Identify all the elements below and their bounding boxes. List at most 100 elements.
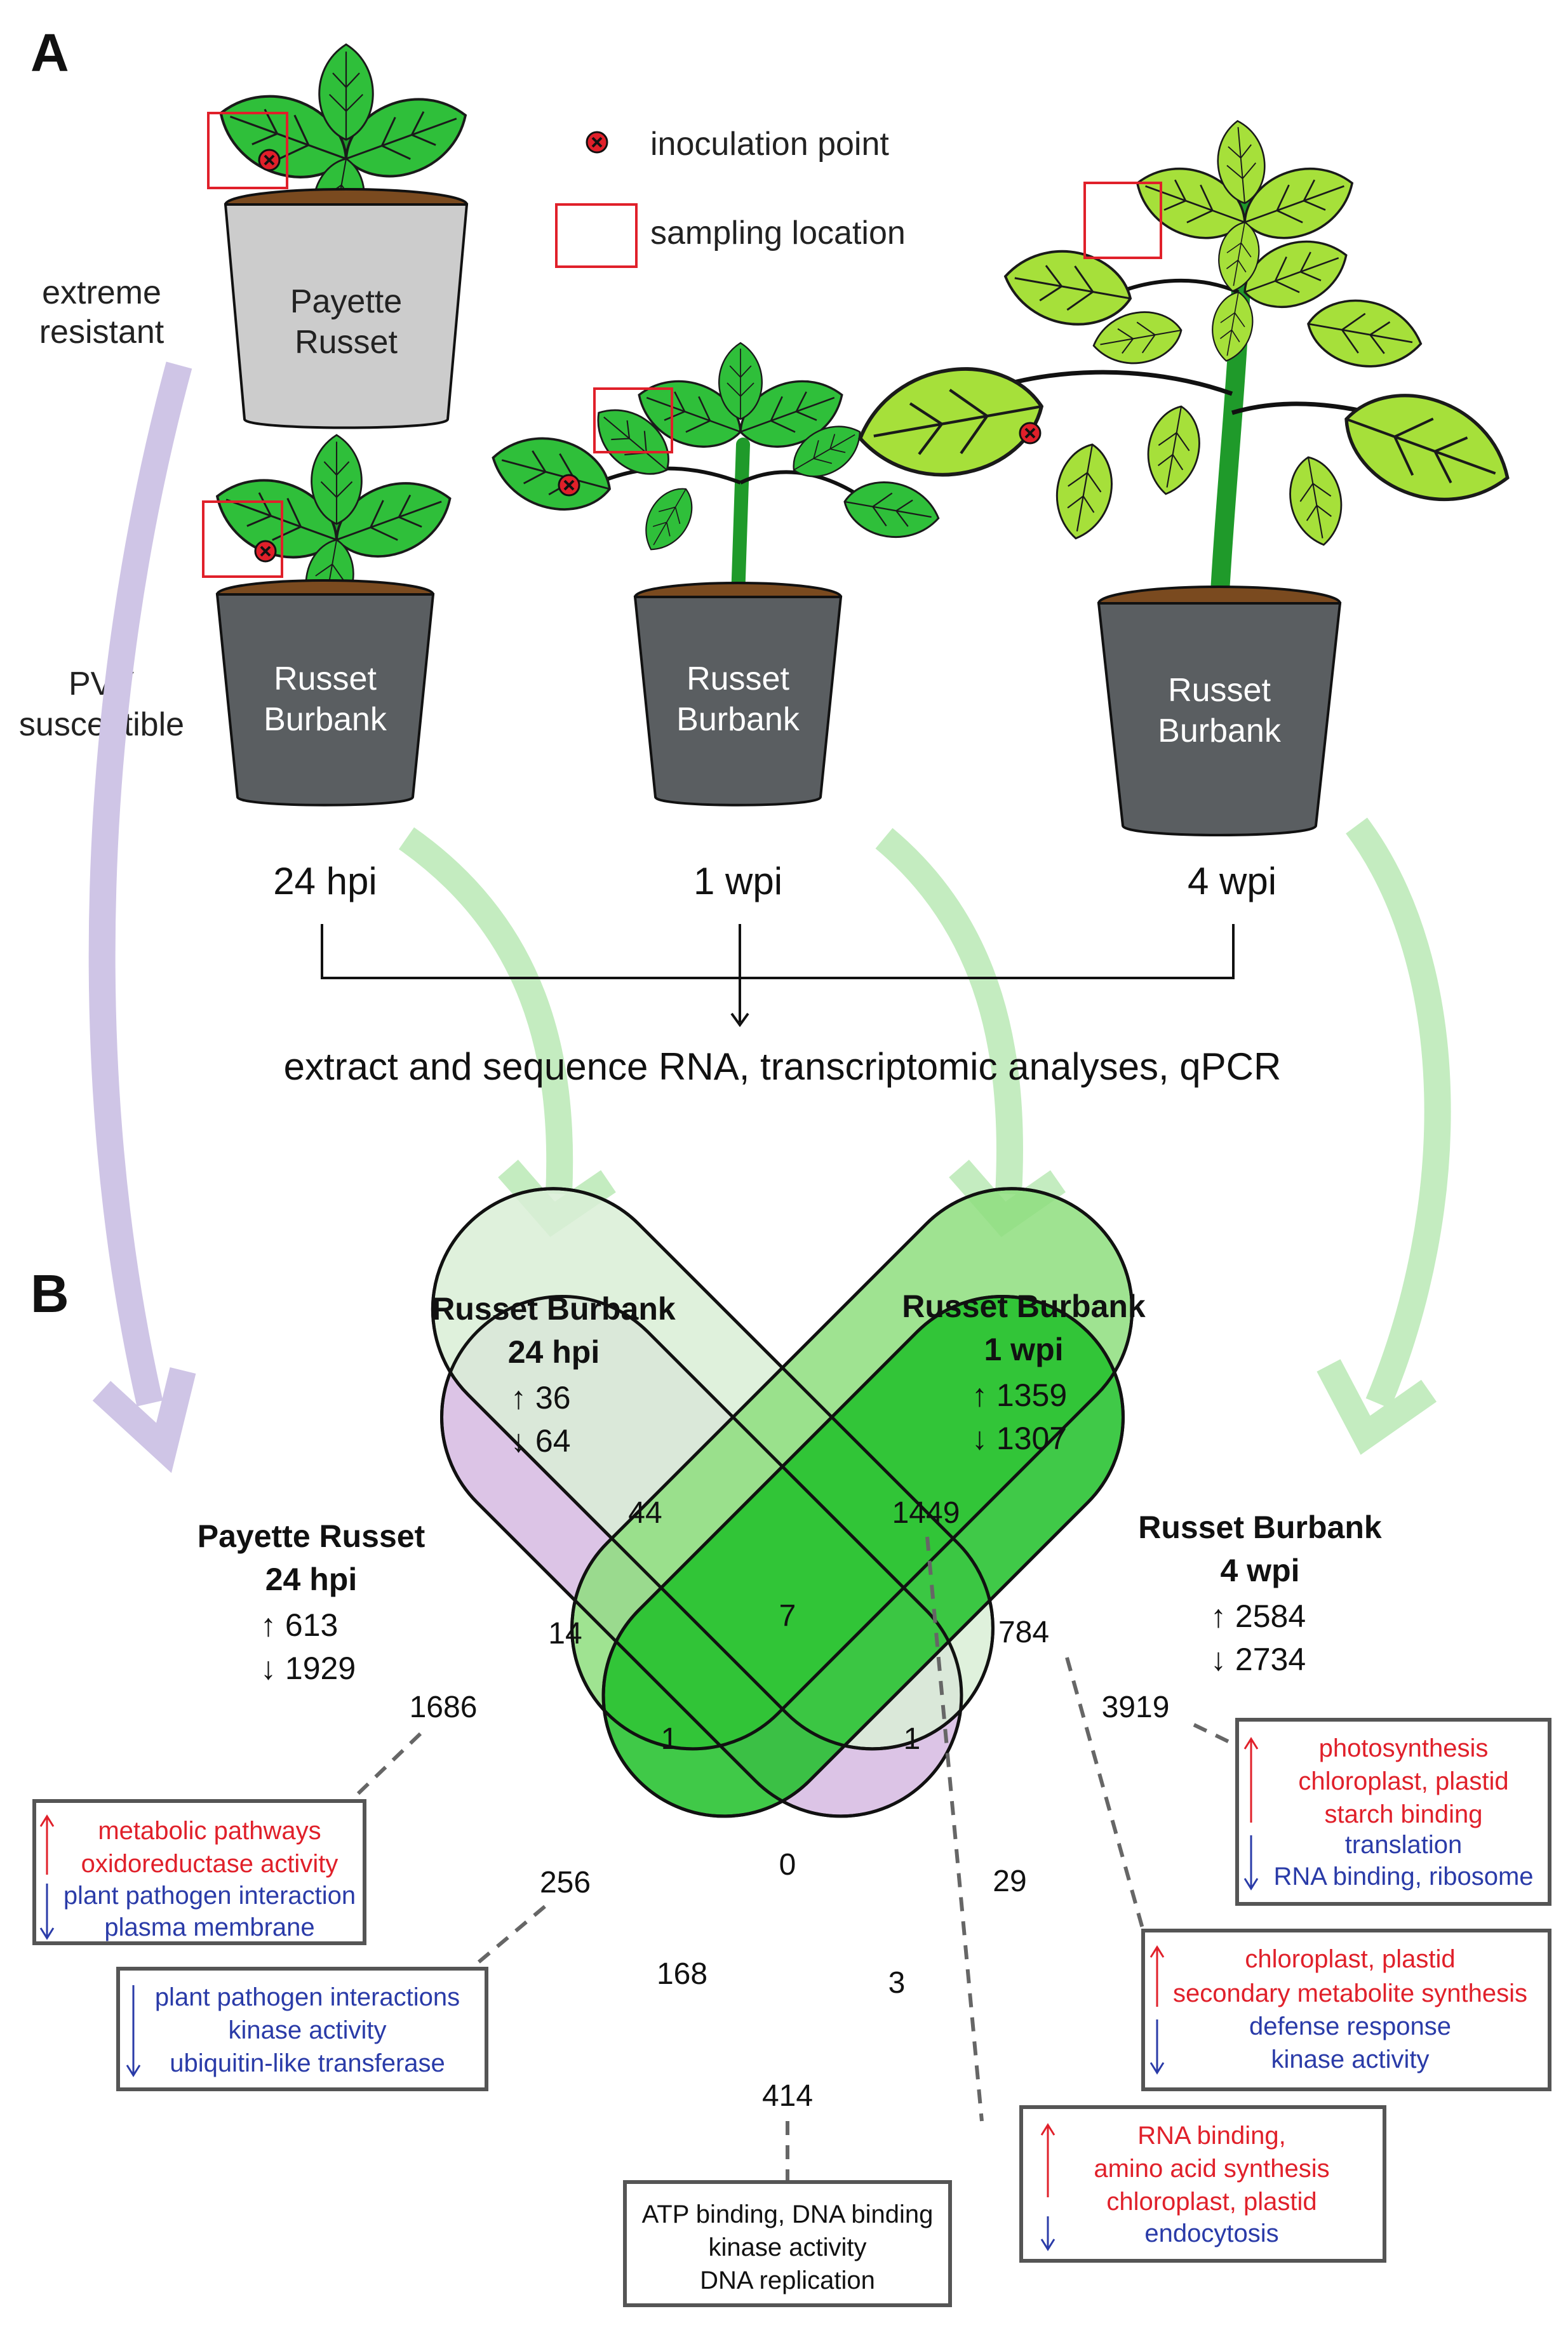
annotation-box-pr-only: metabolic pathways oxidoreductase activi… — [32, 1799, 366, 1945]
venn-count-pr-rb1-rb4: 168 — [657, 1957, 707, 1991]
pot-label-payette-2: Russet — [295, 324, 398, 361]
side-label-resistant: resistant — [39, 314, 164, 351]
venn-count-rb24-only: 44 — [628, 1496, 662, 1530]
set-title-rb24-2: 24 hpi — [508, 1334, 600, 1370]
time-label-24hpi: 24 hpi — [273, 860, 377, 902]
sampling-box-rb24 — [202, 500, 283, 578]
venn-count-pr-rb24: 14 — [548, 1617, 582, 1651]
box-rb1rb4-up-2: secondary metabolite synthesis — [1173, 1979, 1527, 2007]
annotation-box-rb1-rb4: chloroplast, plastid secondary metabolit… — [1141, 1929, 1551, 2091]
box-prrb1-down-1: plant pathogen interactions — [155, 1983, 460, 2011]
box-prrb1-down-3: ubiquitin-like transferase — [170, 2049, 445, 2077]
venn-count-rb24-rb4: 29 — [993, 1865, 1026, 1898]
venn-count-pr-rb24-rb4: 3 — [888, 1966, 906, 2000]
set-title-pr24-2: 24 hpi — [265, 1562, 357, 1597]
box-rb1rb4-down-1: defense response — [1249, 2012, 1451, 2040]
box-rb1-down-1: endocytosis — [1144, 2220, 1278, 2247]
box-rb1-up-1: RNA binding, — [1137, 2122, 1285, 2150]
plant-rb-24hpi: Russet Burbank — [202, 434, 463, 807]
set-title-rb4-2: 4 wpi — [1220, 1553, 1299, 1588]
box-rb1-up-2: amino acid synthesis — [1094, 2155, 1329, 2183]
set-title-rb1-2: 1 wpi — [984, 1332, 1063, 1367]
time-label-1wpi: 1 wpi — [694, 860, 782, 902]
venn-diagram — [431, 1187, 1134, 1818]
box-pr-up-2: oxidoreductase activity — [81, 1850, 338, 1878]
box-prrb4-line-3: DNA replication — [700, 2267, 875, 2294]
down-arrow-icon — [1243, 1835, 1259, 1891]
down-arrow-icon — [126, 1985, 141, 2077]
pot-label-rb4-2: Burbank — [1158, 713, 1282, 749]
box-rb1rb4-up-1: chloroplast, plastid — [1245, 1945, 1455, 1973]
plant-payette-russet: Payette Russet — [208, 43, 479, 429]
sampling-location-icon — [555, 203, 638, 268]
venn-count-pr-only: 1686 — [410, 1691, 478, 1724]
set-title-rb4-1: Russet Burbank — [1138, 1510, 1382, 1545]
pot-label-payette-1: Payette — [290, 283, 402, 320]
annotation-box-rb1-only: RNA binding, amino acid synthesis chloro… — [1019, 2105, 1386, 2263]
box-rb4-up-2: chloroplast, plastid — [1298, 1767, 1508, 1795]
venn-count-rb24-rb1: 7 — [779, 1599, 796, 1633]
set-up-rb4: ↑ 2584 — [1210, 1598, 1306, 1634]
venn-count-pr-rb1: 256 — [540, 1866, 591, 1899]
set-up-rb1: ↑ 1359 — [972, 1377, 1067, 1413]
set-down-rb1: ↓ 1307 — [972, 1421, 1067, 1456]
up-arrow-icon — [39, 1814, 55, 1875]
box-prrb4-line-1: ATP binding, DNA binding — [642, 2200, 934, 2228]
box-rb4-up-1: photosynthesis — [1319, 1734, 1489, 1762]
plant-rb-1wpi: Russet Burbank — [483, 342, 944, 807]
legend-inoculation-label: inoculation point — [650, 126, 889, 163]
annotation-box-rb4-only: photosynthesis chloroplast, plastid star… — [1235, 1718, 1551, 1906]
box-pr-down-2: plasma membrane — [104, 1913, 314, 1941]
pot-label-rb1-1: Russet — [687, 660, 789, 697]
box-prrb4-line-2: kinase activity — [709, 2233, 867, 2261]
venn-count-pr-rb24-rb1: 1 — [661, 1722, 678, 1756]
set-up-pr24: ↑ 613 — [260, 1607, 338, 1643]
set-down-rb4: ↓ 2734 — [1210, 1642, 1306, 1677]
down-arrow-icon — [1149, 2019, 1165, 2075]
box-pr-up-1: metabolic pathways — [98, 1817, 321, 1845]
box-rb1rb4-down-2: kinase activity — [1271, 2046, 1430, 2073]
up-arrow-icon — [1149, 1945, 1165, 2007]
panel-label-b: B — [30, 1264, 69, 1323]
venn-count-all: 0 — [779, 1848, 796, 1882]
annotation-box-pr-rb4: ATP binding, DNA binding kinase activity… — [623, 2180, 952, 2307]
down-arrow-icon — [1040, 2216, 1055, 2251]
set-down-pr24: ↓ 1929 — [260, 1651, 356, 1686]
panel-label-a: A — [30, 23, 69, 83]
pot-label-rb24-1: Russet — [274, 660, 377, 697]
box-rb4-up-3: starch binding — [1324, 1800, 1482, 1828]
plant-rb-4wpi: Russet Burbank — [851, 118, 1524, 836]
inoculation-icon — [586, 131, 608, 154]
green-arrow-3 — [1317, 817, 1451, 1455]
venn-count-rb4-only: 3919 — [1102, 1691, 1170, 1724]
set-title-rb24-1: Russet Burbank — [432, 1291, 676, 1327]
pot-label-rb24-2: Burbank — [264, 701, 387, 738]
legend-sampling-label: sampling location — [650, 215, 906, 251]
venn-count-pr-rb4: 414 — [762, 2079, 813, 2113]
side-label-extreme: extreme — [42, 274, 161, 311]
green-arrow-2 — [875, 827, 1066, 1237]
down-arrow-icon — [39, 1884, 55, 1940]
pot-label-rb1-2: Burbank — [676, 701, 800, 738]
pot-label-rb4-1: Russet — [1168, 672, 1271, 709]
bracket-connector — [321, 924, 1235, 1028]
time-label-4wpi: 4 wpi — [1188, 860, 1277, 902]
annotation-box-pr-rb1: plant pathogen interactions kinase activ… — [116, 1967, 488, 2091]
box-rb4-down-1: translation — [1345, 1831, 1463, 1859]
up-arrow-icon — [1243, 1737, 1259, 1823]
leader-lines — [352, 1536, 1240, 2182]
set-title-pr24-1: Payette Russet — [198, 1518, 426, 1554]
set-title-rb1-1: Russet Burbank — [902, 1289, 1146, 1324]
box-rb4-down-2: RNA binding, ribosome — [1273, 1863, 1533, 1891]
venn-count-rb24-rb1-rb4: 1 — [904, 1722, 921, 1756]
green-arrow-1 — [398, 827, 616, 1237]
sampling-box-rb1 — [593, 387, 673, 453]
purple-arrow — [88, 361, 196, 1473]
set-up-rb24: ↑ 36 — [511, 1380, 571, 1416]
up-arrow-icon — [1040, 2123, 1055, 2197]
box-prrb1-down-2: kinase activity — [229, 2016, 387, 2044]
venn-count-rb1-rb4: 784 — [998, 1616, 1049, 1649]
venn-count-rb1-only: 1449 — [892, 1496, 960, 1530]
box-rb1-up-3: chloroplast, plastid — [1106, 2188, 1317, 2216]
